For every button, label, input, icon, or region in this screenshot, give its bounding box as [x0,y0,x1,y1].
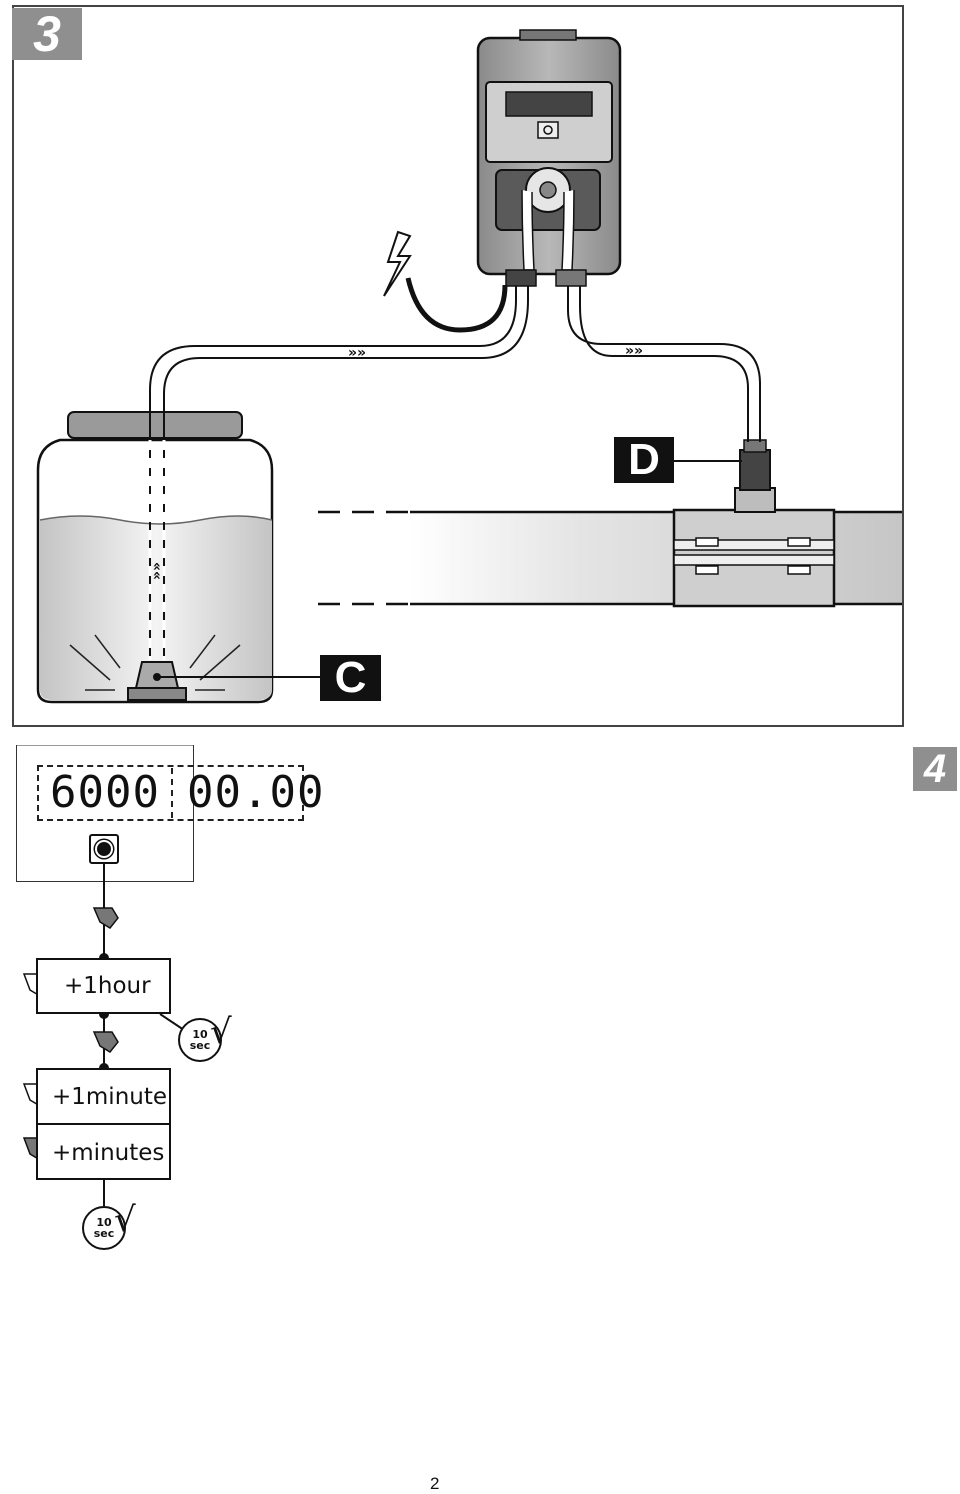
chemical-tank [36,411,322,704]
timer-unit: sec [93,1227,115,1240]
checkmark-icon: √ [210,1012,232,1052]
dosing-pump [476,29,622,287]
svg-text:»»: »» [625,343,643,359]
suction-tube [148,270,529,660]
svg-text:»»: »» [149,562,165,580]
power-cable [405,277,508,333]
timer-value: 10 [192,1028,208,1041]
step-label: +minutes [52,1139,165,1166]
display-counter: 6000 [50,767,160,818]
step-add-minutes: +1minute +minutes [36,1068,171,1180]
timer-10-sec-icon: 10 sec [82,1206,126,1250]
electric-bolt-icon [383,230,412,297]
timer-unit: sec [189,1039,211,1052]
figure-number-badge: 4 [913,747,957,791]
svg-text:»»: »» [348,345,366,361]
step-add-minutes-fast: +minutes [38,1125,169,1180]
label-foot-valve: C [320,653,381,702]
press-hand-icon [92,907,119,929]
timer-value: 10 [96,1216,112,1229]
press-hand-icon [92,1031,119,1053]
panel-button[interactable] [89,834,119,864]
display-separator [171,768,173,818]
checkmark-icon: √ [114,1200,136,1240]
discharge-tube [567,270,761,442]
figure-number-badge: 3 [12,6,82,62]
step-label: +1minute [52,1083,168,1110]
pipe-saddle [672,487,836,608]
step-add-hour: +1hour [36,958,171,1014]
timer-10-sec-icon: 10 sec [178,1018,222,1062]
label-injection-valve: D [614,435,674,484]
lcd-display [37,765,304,821]
panel-edge [16,745,194,746]
display-clock: 00.00 [187,767,325,818]
step-label: +1hour [64,973,151,999]
page-number: 2 [430,1474,440,1493]
step-add-minute: +1minute [38,1070,169,1125]
installation-diagram: »» »» »» [12,5,904,727]
injection-valve [674,439,771,491]
